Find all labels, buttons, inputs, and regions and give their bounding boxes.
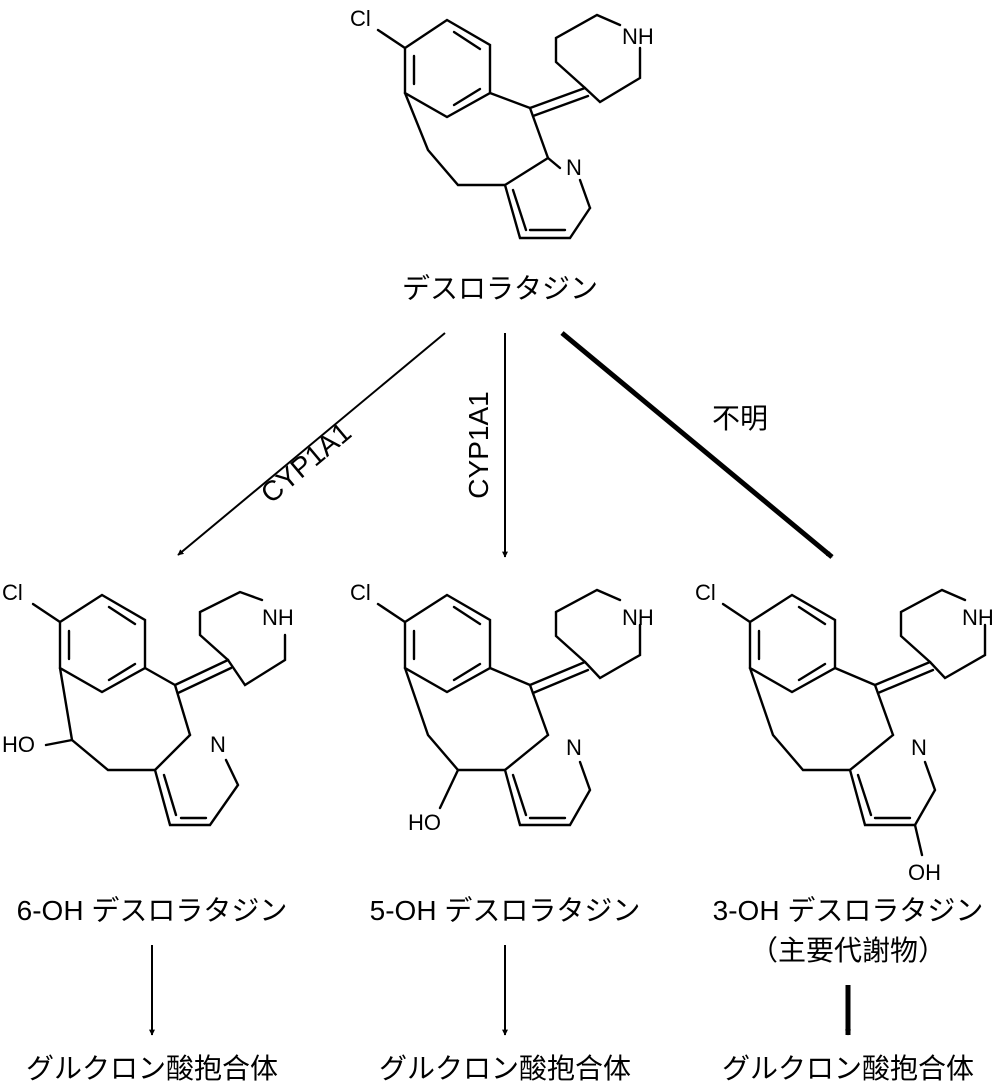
chlorine-atom: Cl — [2, 580, 23, 605]
piperidine-nh: NH — [962, 605, 994, 630]
product-label-6oh: 6-OH デスロラタジン — [17, 895, 288, 926]
arrow-to-3oh — [560, 331, 834, 559]
chlorine-atom: Cl — [350, 580, 371, 605]
piperidine-nh: NH — [622, 605, 654, 630]
conjugate-label-right: グルクロン酸抱合体 — [722, 1053, 974, 1084]
conjugate-label-middle: グルクロン酸抱合体 — [379, 1053, 631, 1084]
hydroxyl-group: HO — [2, 732, 35, 757]
conjugate-label-left: グルクロン酸抱合体 — [26, 1053, 278, 1084]
product-label-5oh: 5-OH デスロラタジン — [370, 895, 641, 926]
pyridine-nitrogen: N — [566, 155, 582, 180]
pyridine-nitrogen: N — [210, 732, 226, 757]
product-label-3oh: 3-OH デスロラタジン — [713, 895, 984, 926]
pyridine-nitrogen: N — [911, 735, 927, 760]
arrow-to-6oh — [177, 332, 446, 556]
product-note-3oh: （主要代謝物） — [750, 935, 946, 966]
3-oh-desloratadine-structure: Cl N OH NH — [695, 580, 994, 885]
enzyme-label-left: CYP1A1 — [255, 416, 357, 509]
chlorine-atom: Cl — [350, 6, 371, 31]
piperidine-nh: NH — [622, 24, 654, 49]
pyridine-nitrogen: N — [566, 735, 582, 760]
6-oh-desloratadine-structure: Cl HO N NH — [2, 580, 294, 827]
desloratadine-structure: Cl N NH — [350, 6, 654, 240]
enzyme-label-middle: CYP1A1 — [463, 391, 494, 498]
enzyme-label-right: 不明 — [712, 403, 768, 434]
chlorine-atom: Cl — [695, 580, 716, 605]
parent-compound-label: デスロラタジン — [402, 273, 598, 304]
hydroxyl-group: HO — [408, 810, 441, 835]
hydroxyl-group: OH — [908, 860, 941, 885]
piperidine-nh: NH — [262, 605, 294, 630]
5-oh-desloratadine-structure: Cl HO N NH — [350, 580, 654, 835]
